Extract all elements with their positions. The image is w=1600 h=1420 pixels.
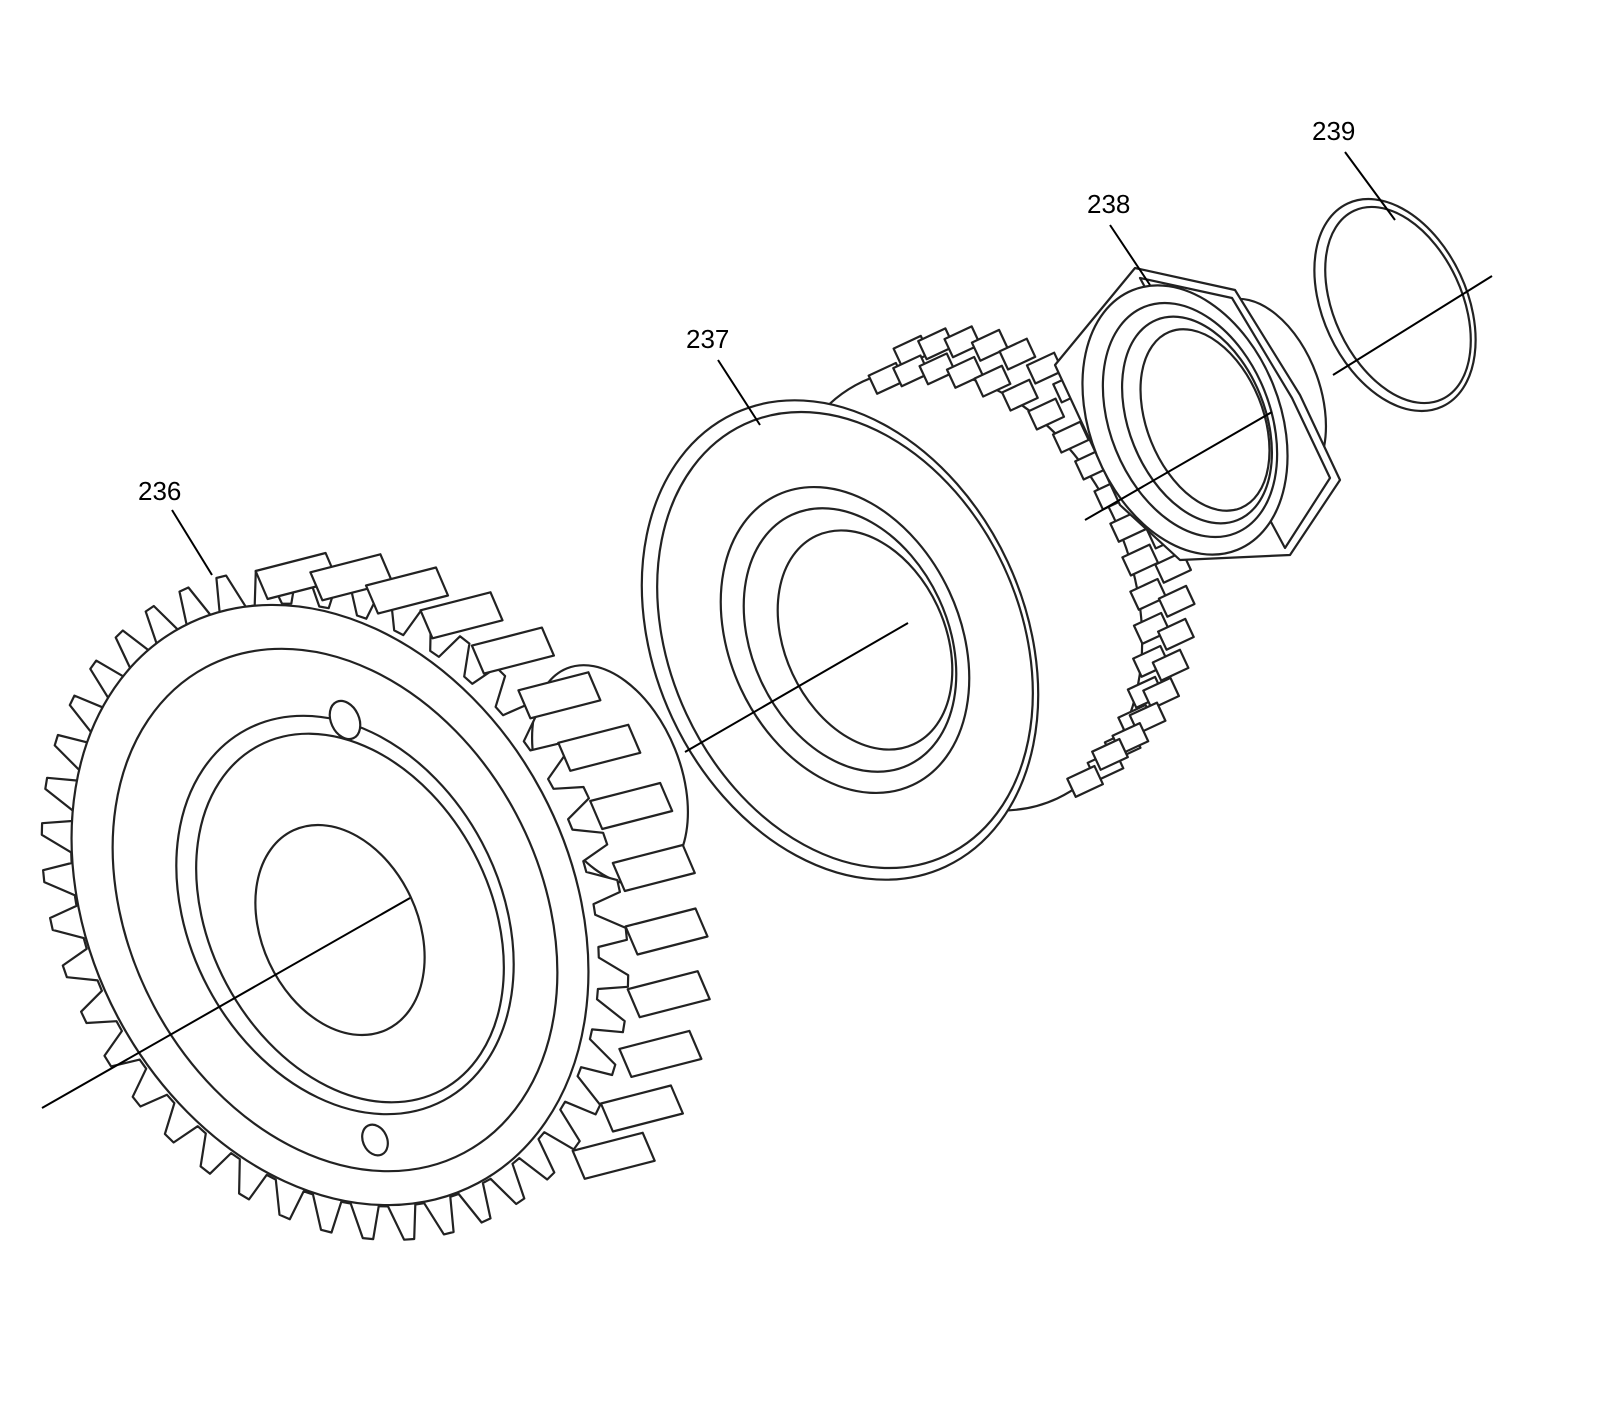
spline-tooth [998,337,1037,371]
spline-tooth [918,352,957,386]
helical-tooth [364,566,450,615]
part-label-236: 236 [138,476,181,506]
spline-tooth [1132,644,1170,678]
helical-gear-icon [40,551,711,1241]
helical-tooth [557,723,642,772]
spline-tooth [1151,648,1190,682]
part-label-238: 238 [1087,189,1130,219]
helical-tooth [470,626,555,675]
spline-tooth [1000,378,1039,412]
helical-tooth [589,781,674,831]
helical-tooth [571,1131,656,1180]
part-label-237: 237 [686,324,729,354]
spline-tooth [943,325,982,359]
spline-tooth [1121,543,1160,577]
splined-hub-icon [640,325,1196,881]
helical-tooth [419,591,504,640]
spline-tooth [1066,764,1105,798]
snap-ring-icon [1313,197,1477,413]
helical-tooth [618,1029,703,1078]
helical-tooth [626,970,711,1019]
center-axis [41,275,1493,1109]
spline-tooth [1157,584,1196,618]
hex-nut-icon [1053,266,1342,562]
helical-tooth [517,671,602,720]
part-label-239: 239 [1312,116,1355,146]
spline-tooth [970,328,1009,362]
leader-lines [171,151,1396,576]
spline-tooth [1027,397,1066,431]
spline-tooth [1091,737,1129,771]
spline-tooth [1156,617,1195,651]
spline-tooth [1132,611,1171,645]
helical-tooth [624,907,709,956]
helical-tooth [611,843,696,893]
spline-tooth [973,364,1012,398]
spline-tooth [945,355,984,389]
spline-tooth [1142,676,1181,710]
helical-tooth [599,1084,684,1133]
spline-tooth [1129,577,1168,611]
